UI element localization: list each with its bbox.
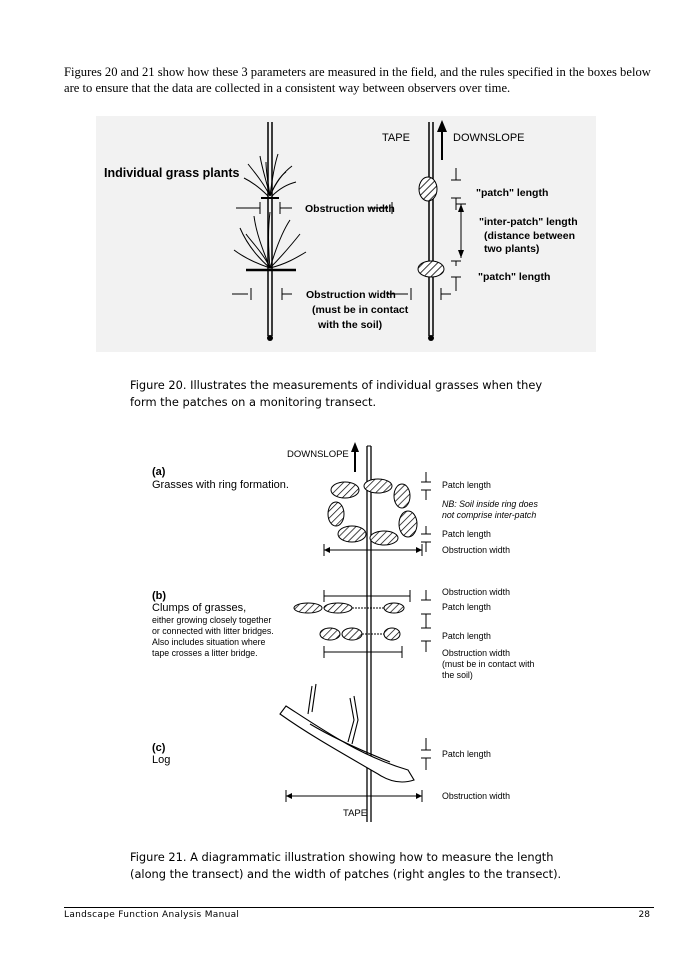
label-tape: TAPE <box>382 132 410 144</box>
figure-21: DOWNSLOPE TAPE (a) Grasses with ring for… <box>140 438 560 848</box>
figure-21-caption-line-1: Figure 21. A diagrammatic illustration s… <box>130 850 554 864</box>
section-b-letter: (b) <box>152 590 166 602</box>
figure-21-caption: Figure 21. A diagrammatic illustration s… <box>130 849 600 883</box>
label-obstruction-width-top: Obstruction width <box>305 203 395 215</box>
a-note-line-1: NB: Soil inside ring does <box>442 499 538 509</box>
label-individual-grass: Individual grass plants <box>104 166 239 180</box>
b-desc-3: Also includes situation where <box>152 637 266 647</box>
section-b-title: Clumps of grasses, <box>152 602 246 614</box>
grass-plant-bottom <box>233 211 307 272</box>
label-patch-length-top: "patch" length <box>476 187 548 199</box>
label-tape-21: TAPE <box>343 808 367 819</box>
label-downslope-21: DOWNSLOPE <box>287 449 349 460</box>
a-obstruction-width: Obstruction width <box>442 545 510 555</box>
patch-bottom <box>417 260 445 278</box>
figure-21-diagram: DOWNSLOPE TAPE (a) Grasses with ring for… <box>152 442 538 822</box>
label-downslope: DOWNSLOPE <box>453 132 525 144</box>
footer-title: Landscape Function Analysis Manual <box>64 910 240 920</box>
label-obstruction-width-bottom: Obstruction width <box>306 289 396 301</box>
b-obstruction-note-1: (must be in contact with <box>442 659 535 669</box>
label-interpatch-3: two plants) <box>484 243 539 255</box>
b-patch-length-1: Patch length <box>442 602 491 612</box>
a-note-line-2: not comprise inter-patch <box>442 510 536 520</box>
figure-20-diagram: Individual grass plants Obstruction widt… <box>104 120 578 341</box>
label-interpatch-1: "inter-patch" length <box>479 216 578 228</box>
tape-end-left <box>267 335 273 341</box>
log-drawing <box>279 683 415 783</box>
patch-top <box>418 176 438 202</box>
grass-plant-top <box>243 153 297 199</box>
section-a-title: Grasses with ring formation. <box>152 479 289 491</box>
c-obstruction-width: Obstruction width <box>442 791 510 801</box>
figure-20: Individual grass plants Obstruction widt… <box>96 116 596 352</box>
figure-20-caption-line-2: form the patches on a monitoring transec… <box>130 395 377 409</box>
b-patch-length-2: Patch length <box>442 631 491 641</box>
footer-divider <box>64 907 654 908</box>
a-patch-length-2: Patch length <box>442 529 491 539</box>
b-obstruction-note-2: the soil) <box>442 670 473 680</box>
clump-row-1 <box>293 602 405 614</box>
label-must-contact-1: (must be in contact <box>312 304 409 316</box>
section-c-letter: (c) <box>152 742 166 754</box>
label-patch-length-bottom: "patch" length <box>478 271 550 283</box>
intro-paragraph: Figures 20 and 21 show how these 3 param… <box>64 65 651 95</box>
page-number: 28 <box>638 910 650 920</box>
b-obstruction-width-2: Obstruction width <box>442 648 510 658</box>
b-obstruction-width-1: Obstruction width <box>442 587 510 597</box>
b-desc-2: or connected with litter bridges. <box>152 626 274 636</box>
b-desc-4: tape crosses a litter bridge. <box>152 648 258 658</box>
clump-row-2 <box>319 627 401 641</box>
label-interpatch-2: (distance between <box>484 230 575 242</box>
figure-21-caption-line-2: (along the transect) and the width of pa… <box>130 867 562 881</box>
a-patch-length-1: Patch length <box>442 480 491 490</box>
b-desc-1: either growing closely together <box>152 615 271 625</box>
label-must-contact-2: with the soil) <box>317 319 382 331</box>
figure-20-caption-line-1: Figure 20. Illustrates the measurements … <box>130 378 543 392</box>
c-patch-length: Patch length <box>442 749 491 759</box>
figure-20-caption: Figure 20. Illustrates the measurements … <box>130 377 590 411</box>
ring-formation <box>327 478 418 546</box>
section-c-title: Log <box>152 754 170 766</box>
section-a-letter: (a) <box>152 466 166 478</box>
